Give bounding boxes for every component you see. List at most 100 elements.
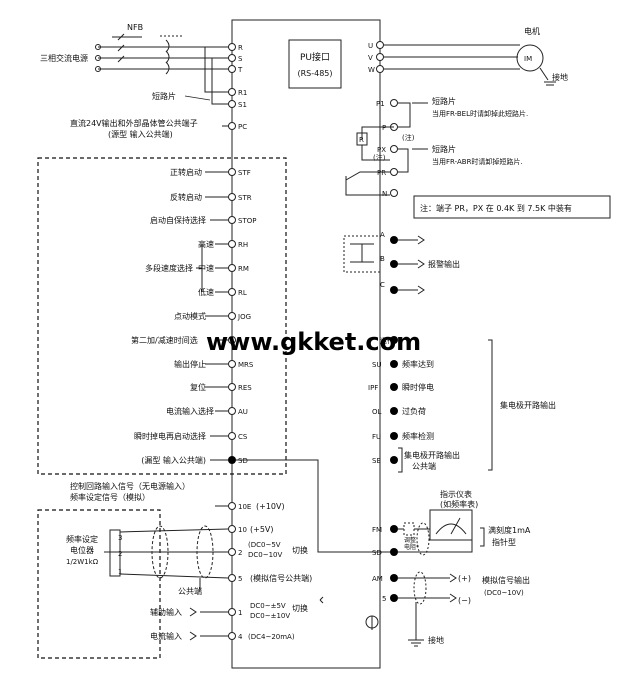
- term-stop: STOP: [238, 217, 256, 225]
- term-4: 4: [238, 633, 243, 641]
- term-ipf: IPF: [368, 384, 378, 392]
- term-p: P: [382, 124, 386, 132]
- brake-jumper1-note: 当用FR-BEL时请卸掉此短路片.: [432, 109, 528, 118]
- term-fu: FU: [372, 433, 381, 441]
- pot-label-a: 频率设定: [66, 534, 98, 544]
- fullscale-b: 指针型: [492, 537, 516, 547]
- calib-label-b: 电阻*: [404, 543, 419, 551]
- motor-label: 电机: [524, 26, 540, 36]
- start-hold-label: 启动自保持选择: [150, 215, 206, 225]
- ol-label: 过负荷: [402, 406, 426, 416]
- term-1: 1: [238, 609, 242, 617]
- motor-ground-label: 接地: [552, 72, 568, 82]
- term-ol: OL: [372, 408, 382, 416]
- term-r: R: [238, 44, 243, 52]
- jog-label: 点动模式: [174, 311, 206, 321]
- three-phase-supply-label: 三相交流电源: [40, 53, 88, 63]
- v4-label: (DC4~20mA): [248, 633, 295, 641]
- speed-low-label: 低速: [198, 287, 214, 297]
- analog-out-label: 模拟信号输出: [482, 575, 530, 585]
- calib-label-a: 调整: [404, 536, 416, 544]
- reset-label: 复位: [190, 382, 206, 392]
- v5-label: (模拟信号公共端): [250, 573, 312, 583]
- nfb-label: NFB: [127, 23, 143, 32]
- control-circuit-input-label: 控制回路输入信号（无电源输入）: [70, 481, 190, 491]
- potentiometer-dashed-group: [37, 509, 161, 659]
- motor-wiring: [384, 44, 556, 86]
- right-terminal-names: U V W P1 P PX PR N A B C 运行 SU IPF OL FU…: [368, 42, 394, 603]
- forward-start-label: 正转启动: [170, 167, 202, 177]
- term-jog: JOG: [237, 313, 251, 321]
- fu-label: 频率检测: [402, 431, 434, 441]
- brake-r: R: [359, 136, 364, 144]
- fullscale-a: 满刻度1mA: [488, 525, 531, 535]
- analog-terminal-names: 10E 10 2 5 1 4: [238, 503, 251, 641]
- current-input-label: 电流输入: [150, 631, 182, 641]
- source-common-label: (源型 输入公共端): [108, 129, 173, 139]
- v10-label: (+5V): [250, 525, 274, 534]
- analog-output-wiring: [365, 571, 457, 647]
- v2-switch-label: 切换: [292, 545, 308, 555]
- se-bracket: [398, 447, 403, 473]
- pu-label: PU接口: [300, 51, 330, 63]
- term-px: PX: [377, 146, 386, 154]
- su-label: 频率达到: [402, 359, 434, 369]
- current-input-select-label: 电流输入选择: [166, 406, 214, 416]
- aux-input-label: 辅助输入: [150, 607, 182, 617]
- brake-jumper2: 短路片: [432, 144, 456, 154]
- note-box: [413, 195, 611, 219]
- analog-labels: 控制回路输入信号（无电源输入） 频率设定信号（模拟） (+10V) (+5V) …: [66, 481, 312, 641]
- term-w: W: [368, 66, 375, 74]
- brake-jumper2-note: 当用FR-ABR时请卸掉短路片.: [432, 157, 523, 166]
- term-s1: S1: [238, 101, 247, 109]
- term-r1: R1: [238, 89, 247, 97]
- minus-label: (−): [458, 596, 471, 605]
- meter-label-a: 指示仪表: [440, 489, 472, 499]
- se-label-b: 公共端: [412, 461, 436, 471]
- right-terminal-circles: [376, 41, 398, 197]
- term-fm: FM: [372, 526, 382, 534]
- term-cs: CS: [238, 433, 248, 441]
- term-se: SE: [372, 457, 381, 465]
- term-rl: RL: [238, 289, 247, 297]
- input-dashed-group: [37, 157, 287, 475]
- term-u: U: [368, 42, 373, 50]
- plus-label: (+): [458, 574, 471, 583]
- term-stf: STF: [238, 169, 251, 177]
- ipf-label: 瞬时停电: [402, 382, 434, 392]
- open-collector-labels: 频率达到 瞬时停电 过负荷 频率检测 集电极开路输出 公共端 集电极开路输出: [402, 359, 556, 471]
- term-am: AM: [372, 575, 383, 583]
- term-n: N: [382, 190, 387, 198]
- term-10e: 10E: [238, 503, 251, 511]
- open-collector-label: 集电极开路输出: [500, 400, 556, 410]
- term-s: S: [238, 55, 243, 63]
- brake-jumper1: 短路片: [432, 96, 456, 106]
- note-box-text: 注：端子 PR，PX 在 0.4K 到 7.5K 中装有: [420, 203, 572, 213]
- term-str: STR: [238, 194, 252, 202]
- meter-label-b: (如频率表): [440, 499, 478, 509]
- speed-mid-label: 中速: [198, 263, 214, 273]
- v1-range-a: DC0~±5V: [250, 602, 286, 610]
- dc24-common-label: 直流24V输出和外部晶体管公共端子: [70, 118, 198, 128]
- term-res: RES: [238, 384, 252, 392]
- open-collector-bracket: [488, 339, 493, 471]
- term-2: 2: [238, 549, 242, 557]
- pu-rs485: (RS-485): [297, 69, 332, 78]
- left-terminal-circles: [228, 43, 236, 640]
- second-accel-label: 第二加/减速时间选: [131, 335, 198, 345]
- term-v: V: [368, 54, 373, 62]
- term-10: 10: [238, 526, 247, 534]
- term-t: T: [237, 66, 243, 74]
- term-run-label: 运行: [380, 336, 394, 345]
- alarm-wiring: [343, 235, 425, 295]
- right-filled-terminals: [390, 236, 398, 602]
- power-jumper-label: 短路片: [152, 91, 176, 101]
- v10e-label: (+10V): [256, 502, 285, 511]
- analog-wiring: [104, 505, 324, 641]
- v1-range-b: DC0~±10V: [250, 612, 290, 620]
- pu-interface-box: [288, 39, 342, 89]
- term-c: C: [380, 281, 385, 289]
- term-5-right: 5: [382, 595, 386, 603]
- speed-high-label: 高速: [198, 239, 214, 249]
